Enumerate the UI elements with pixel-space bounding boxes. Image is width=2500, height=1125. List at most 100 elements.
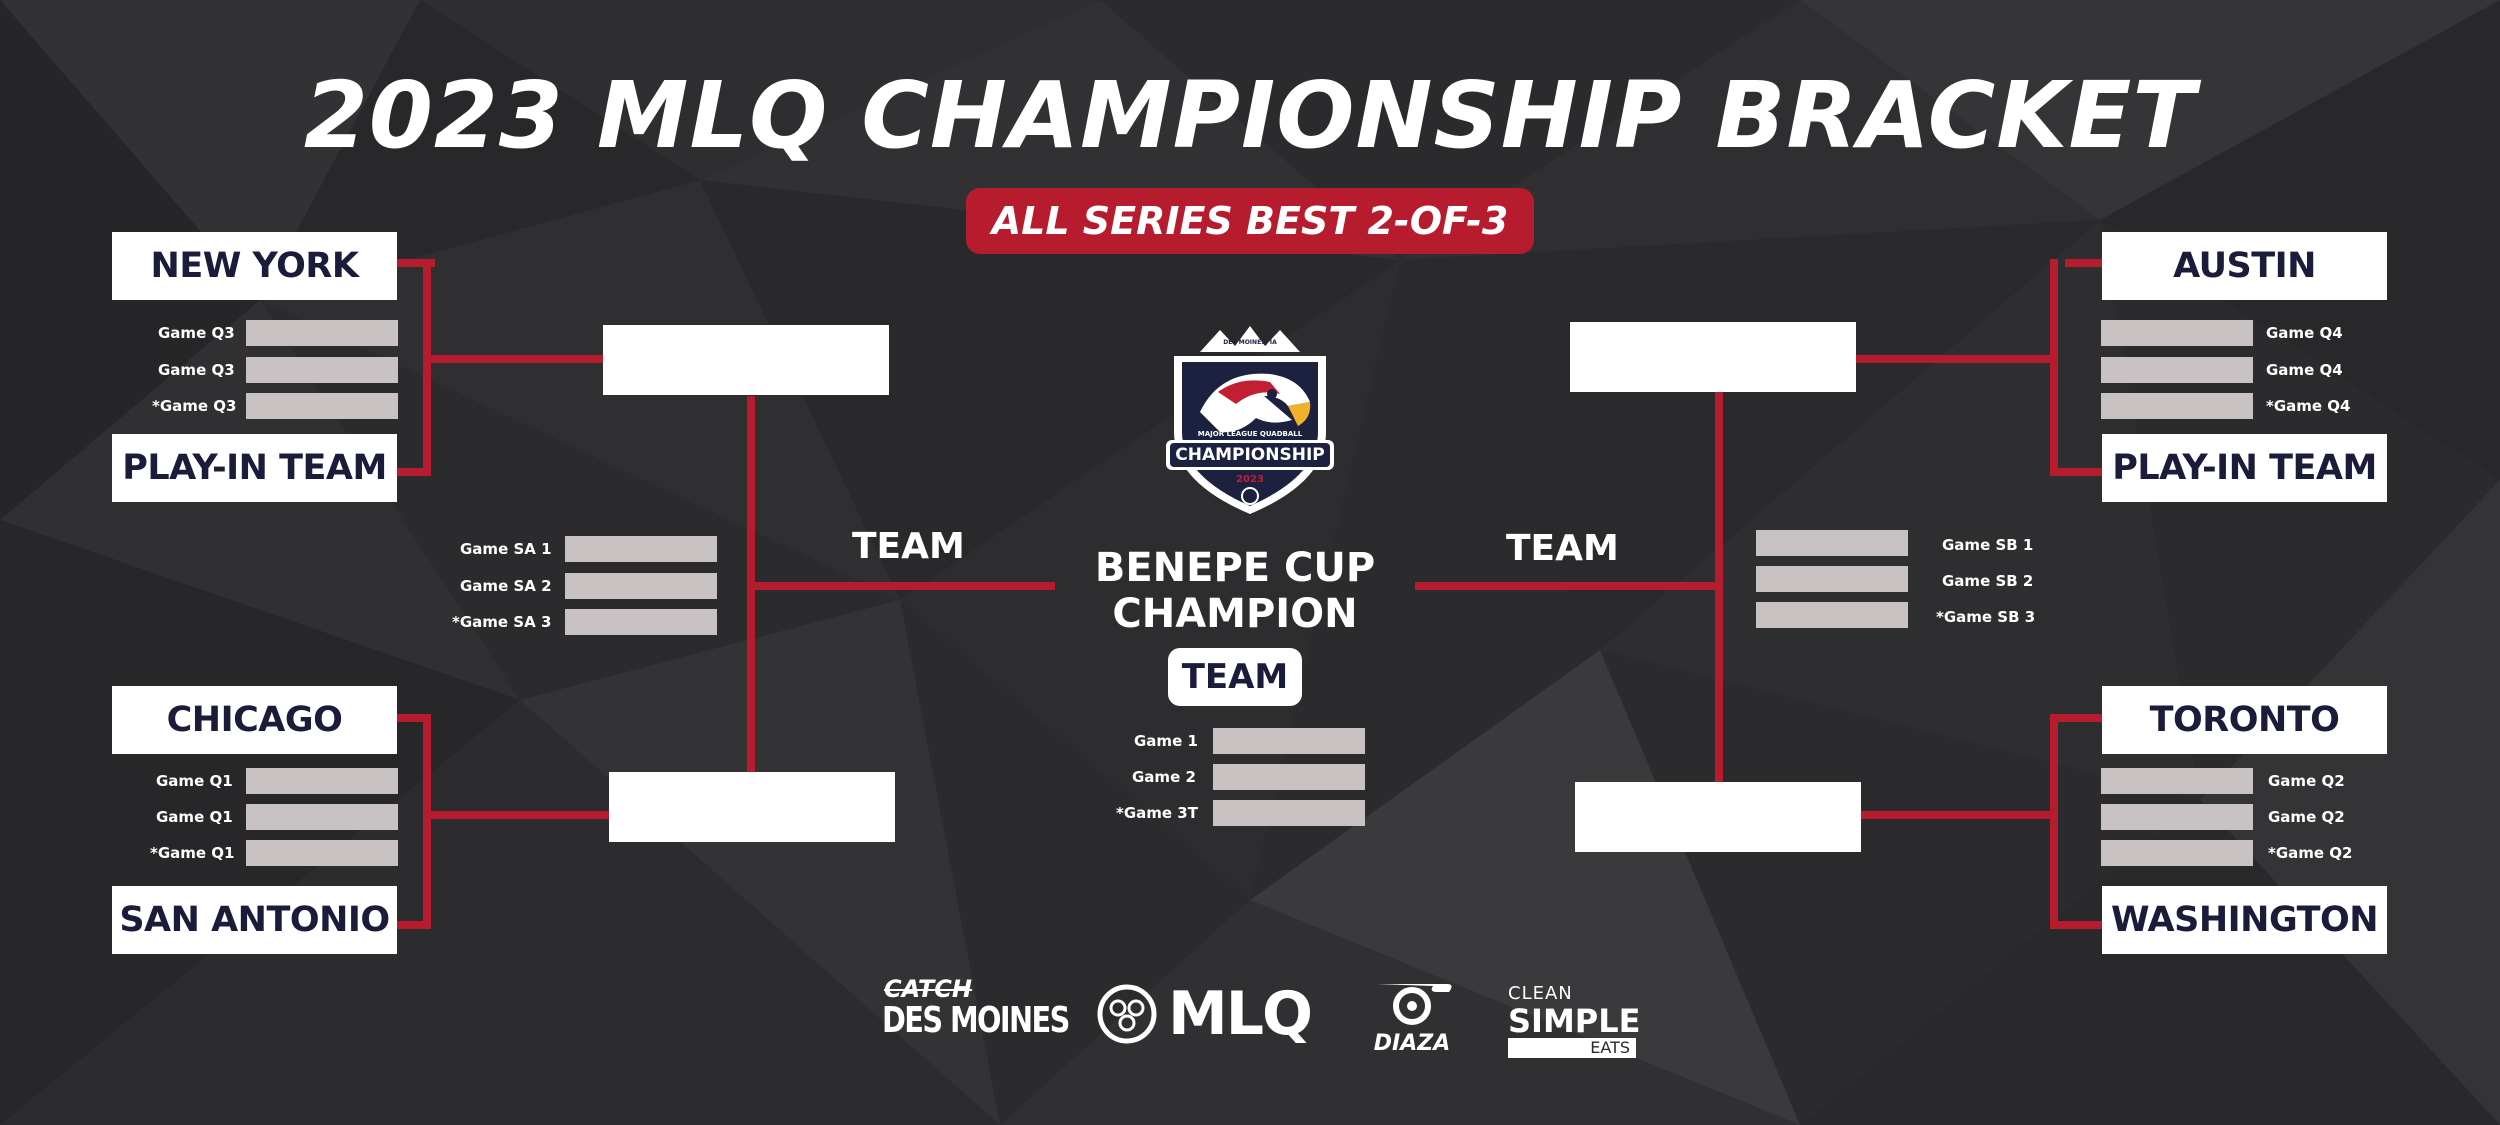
game-label: *Game SB 3 [1936, 608, 2036, 626]
diaza-logo-icon [1377, 984, 1452, 1025]
sponsor-mlq-text: MLQ [1168, 979, 1313, 1049]
score-box[interactable] [565, 609, 717, 635]
game-label: *Game Q4 [2266, 397, 2351, 415]
championship-logo: CHAMPIONSHIP MAJOR LEAGUE QUADBALL 2023 … [1160, 322, 1340, 518]
bracket-line [2065, 259, 2103, 267]
bracket-line [2050, 259, 2058, 476]
bracket-line [397, 714, 431, 722]
bracket-line [423, 714, 431, 929]
game-label: Game SA 2 [460, 577, 552, 595]
sponsor-diaza-text: DIAZA [1373, 1031, 1451, 1056]
logo-city-text: DES MOINES, IA [1223, 339, 1277, 346]
bracket-line [397, 468, 431, 476]
series-format-banner: ALL SERIES BEST 2-OF-3 [966, 188, 1534, 254]
sponsor-catch-script: CATCH [884, 975, 972, 1003]
team-box-austin[interactable]: AUSTIN [2102, 232, 2387, 300]
sponsor-simple-text: SIMPLE [1508, 1002, 1641, 1040]
bracket-line [747, 582, 1055, 590]
bracket-line [1860, 811, 2058, 819]
score-box[interactable] [1213, 728, 1365, 754]
game-label: Game Q3 [158, 324, 235, 342]
sponsor-catch-name: DES MOINES [882, 1000, 1070, 1041]
team-box-washington[interactable]: WASHINGTON [2102, 886, 2387, 954]
game-label: *Game Q3 [152, 397, 237, 415]
bracket-line [2050, 714, 2058, 929]
game-label: Game Q2 [2268, 772, 2345, 790]
game-label: *Game SA 3 [452, 613, 552, 631]
champion-heading-line1: BENEPE CUP [1094, 545, 1376, 591]
score-box[interactable] [1213, 800, 1365, 826]
finalist-label-right: TEAM [1506, 528, 1619, 569]
hawk-shield-icon: CHAMPIONSHIP MAJOR LEAGUE QUADBALL 2023 … [1166, 326, 1334, 514]
team-box-chicago[interactable]: CHICAGO [112, 686, 397, 754]
team-box-play-in-right[interactable]: PLAY-IN TEAM [2102, 434, 2387, 502]
bracket-line [423, 355, 603, 363]
mlq-logo-icon [1097, 984, 1157, 1044]
bracket-line [423, 259, 431, 476]
champion-heading-line2: CHAMPION [1112, 591, 1358, 637]
score-box[interactable] [1213, 764, 1365, 790]
game-label: Game 2 [1132, 768, 1196, 786]
game-label: Game Q1 [156, 772, 233, 790]
semifinal-slot-right-bottom[interactable] [1575, 782, 1861, 852]
bracket-line [1415, 582, 1723, 590]
champion-team-box[interactable]: TEAM [1168, 648, 1302, 706]
score-box[interactable] [2101, 768, 2253, 794]
game-label: *Game Q2 [2268, 844, 2353, 862]
logo-league-text: MAJOR LEAGUE QUADBALL [1198, 430, 1303, 438]
sponsor-eats-text: EATS [1508, 1038, 1636, 1058]
game-label: Game SB 1 [1942, 536, 2034, 554]
game-label: Game Q4 [2266, 361, 2343, 379]
score-box[interactable] [1756, 566, 1908, 592]
sponsor-clean-simple-eats: CLEAN SIMPLE EATS [1508, 983, 1641, 1058]
score-box[interactable] [2101, 840, 2253, 866]
score-box[interactable] [246, 768, 398, 794]
semifinal-slot-left-bottom[interactable] [609, 772, 895, 842]
score-box[interactable] [246, 357, 398, 383]
score-box[interactable] [2101, 357, 2253, 383]
sponsor-mlq: MLQ [1092, 979, 1313, 1049]
bracket-line [2050, 921, 2103, 929]
bracket-line [1856, 355, 2058, 363]
team-box-toronto[interactable]: TORONTO [2102, 686, 2387, 754]
bracket-line [397, 921, 431, 929]
champion-heading: BENEPE CUP CHAMPION [1030, 545, 1440, 637]
bracket-line [423, 811, 609, 819]
game-label: Game SA 1 [460, 540, 552, 558]
game-label: *Game 3T [1116, 804, 1198, 822]
score-box[interactable] [2101, 393, 2253, 419]
score-box[interactable] [246, 320, 398, 346]
score-box[interactable] [565, 573, 717, 599]
game-label: Game Q1 [156, 808, 233, 826]
game-label: Game SB 2 [1942, 572, 2034, 590]
score-box[interactable] [246, 804, 398, 830]
score-box[interactable] [1756, 602, 1908, 628]
game-label: Game Q2 [2268, 808, 2345, 826]
logo-championship-text: CHAMPIONSHIP [1175, 445, 1325, 465]
logo-year-text: 2023 [1236, 474, 1264, 485]
sponsor-catch-des-moines: CATCH DES MOINES [882, 975, 1070, 1041]
score-box[interactable] [2101, 320, 2253, 346]
team-box-play-in-left[interactable]: PLAY-IN TEAM [112, 434, 397, 502]
bracket-line [2050, 468, 2103, 476]
score-box[interactable] [1756, 530, 1908, 556]
team-box-new-york[interactable]: NEW YORK [112, 232, 397, 300]
game-label: Game 1 [1134, 732, 1198, 750]
semifinal-slot-right-top[interactable] [1570, 322, 1856, 392]
page-title: 2023 MLQ CHAMPIONSHIP BRACKET [303, 62, 2197, 169]
score-box[interactable] [2101, 804, 2253, 830]
bracket-line [2050, 714, 2103, 722]
semifinal-slot-left-top[interactable] [603, 325, 889, 395]
sponsor-diaza: DIAZA [1362, 978, 1462, 1056]
game-label: Game Q3 [158, 361, 235, 379]
game-label: *Game Q1 [150, 844, 235, 862]
score-box[interactable] [246, 840, 398, 866]
game-label: Game Q4 [2266, 324, 2343, 342]
bracket-line [397, 259, 435, 267]
score-box[interactable] [246, 393, 398, 419]
sponsor-clean-text: CLEAN [1508, 983, 1573, 1004]
score-box[interactable] [565, 536, 717, 562]
team-box-san-antonio[interactable]: SAN ANTONIO [112, 886, 397, 954]
finalist-label-left: TEAM [852, 526, 965, 567]
